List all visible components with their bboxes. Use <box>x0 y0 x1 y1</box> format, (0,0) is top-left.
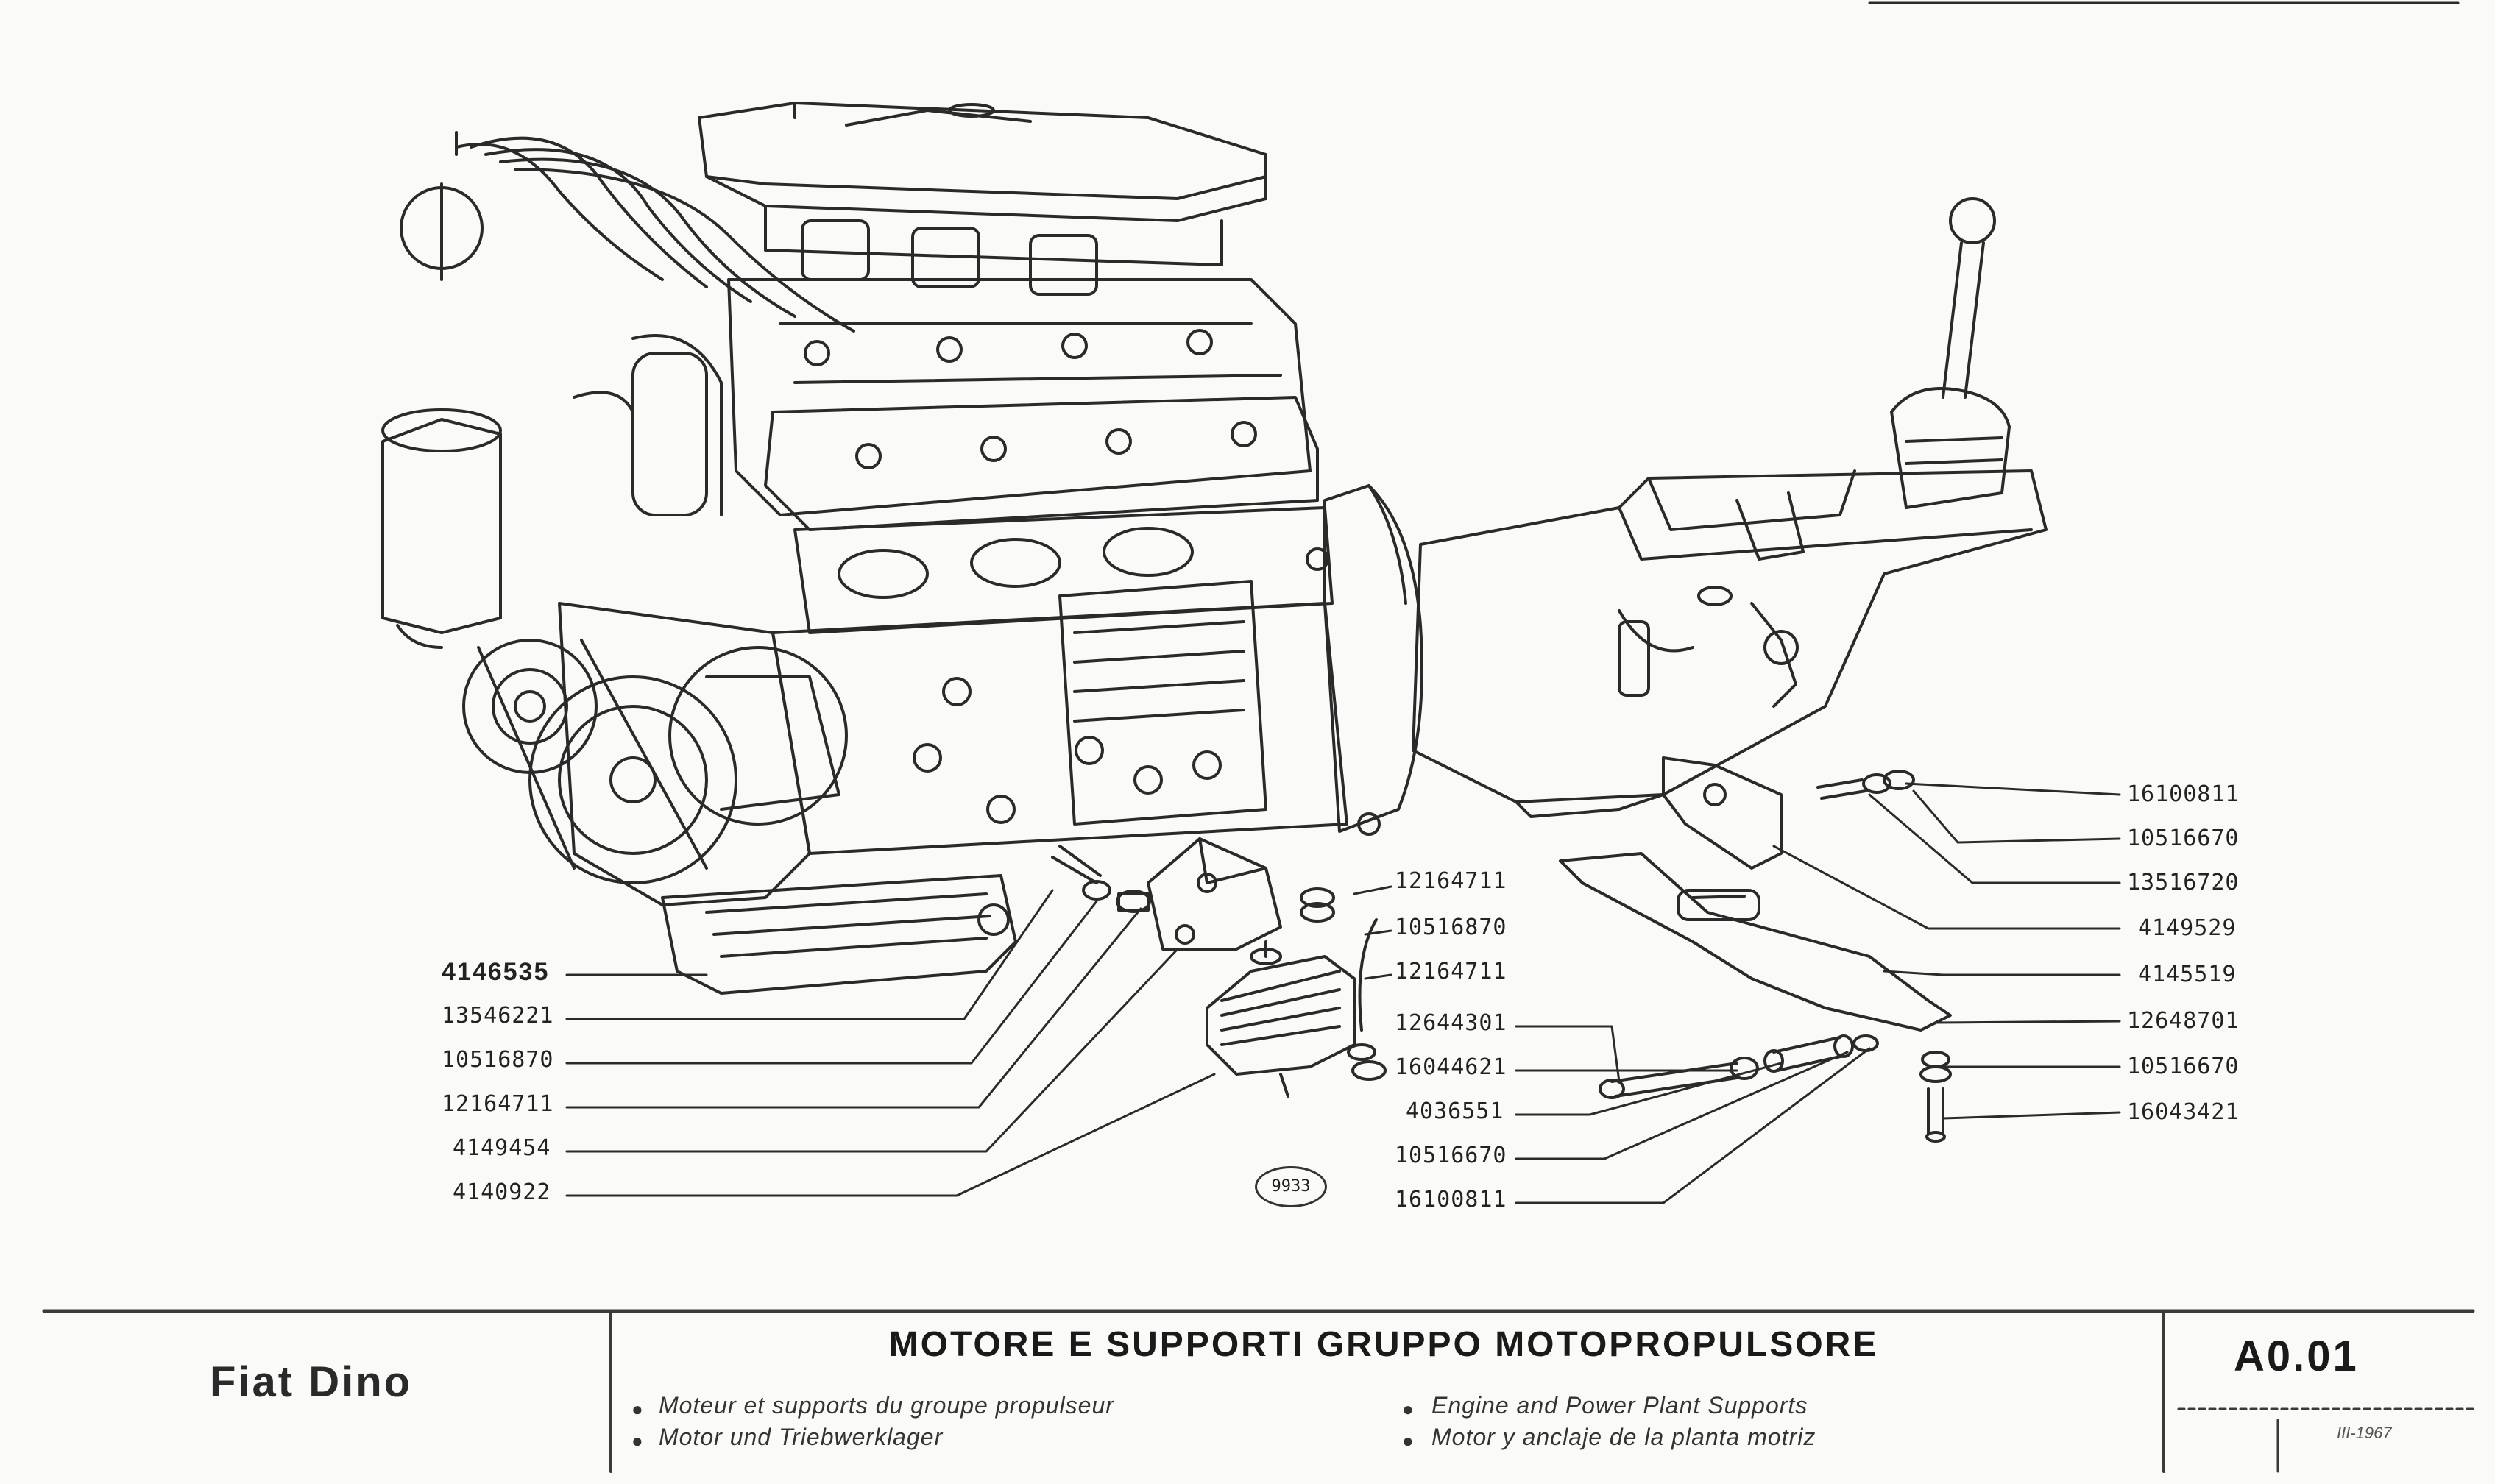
title-spanish: Motor y anclaje de la planta motriz <box>1431 1424 1816 1450</box>
title-english: Engine and Power Plant Supports <box>1431 1392 1808 1419</box>
part-number-center-7: 10516670 <box>1395 1143 1507 1168</box>
sheet-title: MOTORE E SUPPORTI GRUPPO MOTOPROPULSORE <box>888 1325 1879 1364</box>
part-number-center-4: 12644301 <box>1395 1010 1507 1036</box>
title-german: Motor und Triebwerklager <box>659 1424 944 1450</box>
sheet-date: III-1967 <box>2337 1424 2392 1442</box>
front-mount-assembly <box>1051 837 1387 1098</box>
part-number-center-5: 16044621 <box>1395 1054 1507 1080</box>
part-number-right-5: 4145519 <box>2138 962 2237 987</box>
engine-assembly <box>381 102 1423 995</box>
part-number-center-6: 4036551 <box>1406 1098 1504 1124</box>
model-name: Fiat Dino <box>210 1358 413 1406</box>
part-number-center-1: 12164711 <box>1395 868 1507 894</box>
bullet-icon: ● <box>631 1430 643 1452</box>
part-number-left-6: 4140922 <box>453 1179 551 1205</box>
part-number-right-6: 12648701 <box>2127 1008 2240 1034</box>
leader-lines-left <box>565 889 1216 1197</box>
part-number-right-2: 10516670 <box>2127 826 2240 851</box>
sheet-code: A0.01 <box>2234 1332 2359 1380</box>
title-french: Moteur et supports du groupe propulseur <box>659 1392 1114 1419</box>
part-number-left-1: 4146535 <box>442 958 550 986</box>
part-number-left-4: 12164711 <box>442 1091 554 1117</box>
part-number-right-1: 16100811 <box>2127 781 2240 807</box>
drawing-reference-number: 9933 <box>1255 1166 1327 1207</box>
bullet-icon: ● <box>1402 1398 1414 1420</box>
part-number-center-3: 12164711 <box>1395 959 1507 984</box>
part-number-right-7: 10516670 <box>2127 1054 2240 1079</box>
leader-lines-center <box>1353 885 1871 1204</box>
part-number-right-3: 13516720 <box>2127 870 2240 895</box>
leader-lines-right <box>1772 782 2121 1120</box>
part-number-center-2: 10516870 <box>1395 915 1507 940</box>
part-number-right-4: 4149529 <box>2138 915 2237 941</box>
bullet-icon: ● <box>631 1398 643 1420</box>
part-number-left-5: 4149454 <box>453 1135 551 1161</box>
part-number-right-8: 16043421 <box>2127 1099 2240 1125</box>
gearbox-assembly <box>1412 197 2048 818</box>
bullet-icon: ● <box>1402 1430 1414 1452</box>
part-number-left-2: 13546221 <box>442 1003 554 1029</box>
title-block-rules <box>42 1309 2475 1473</box>
rear-crossmember-assembly <box>1559 756 1952 1143</box>
part-number-left-3: 10516870 <box>442 1047 554 1073</box>
part-number-center-8: 16100811 <box>1395 1187 1507 1213</box>
